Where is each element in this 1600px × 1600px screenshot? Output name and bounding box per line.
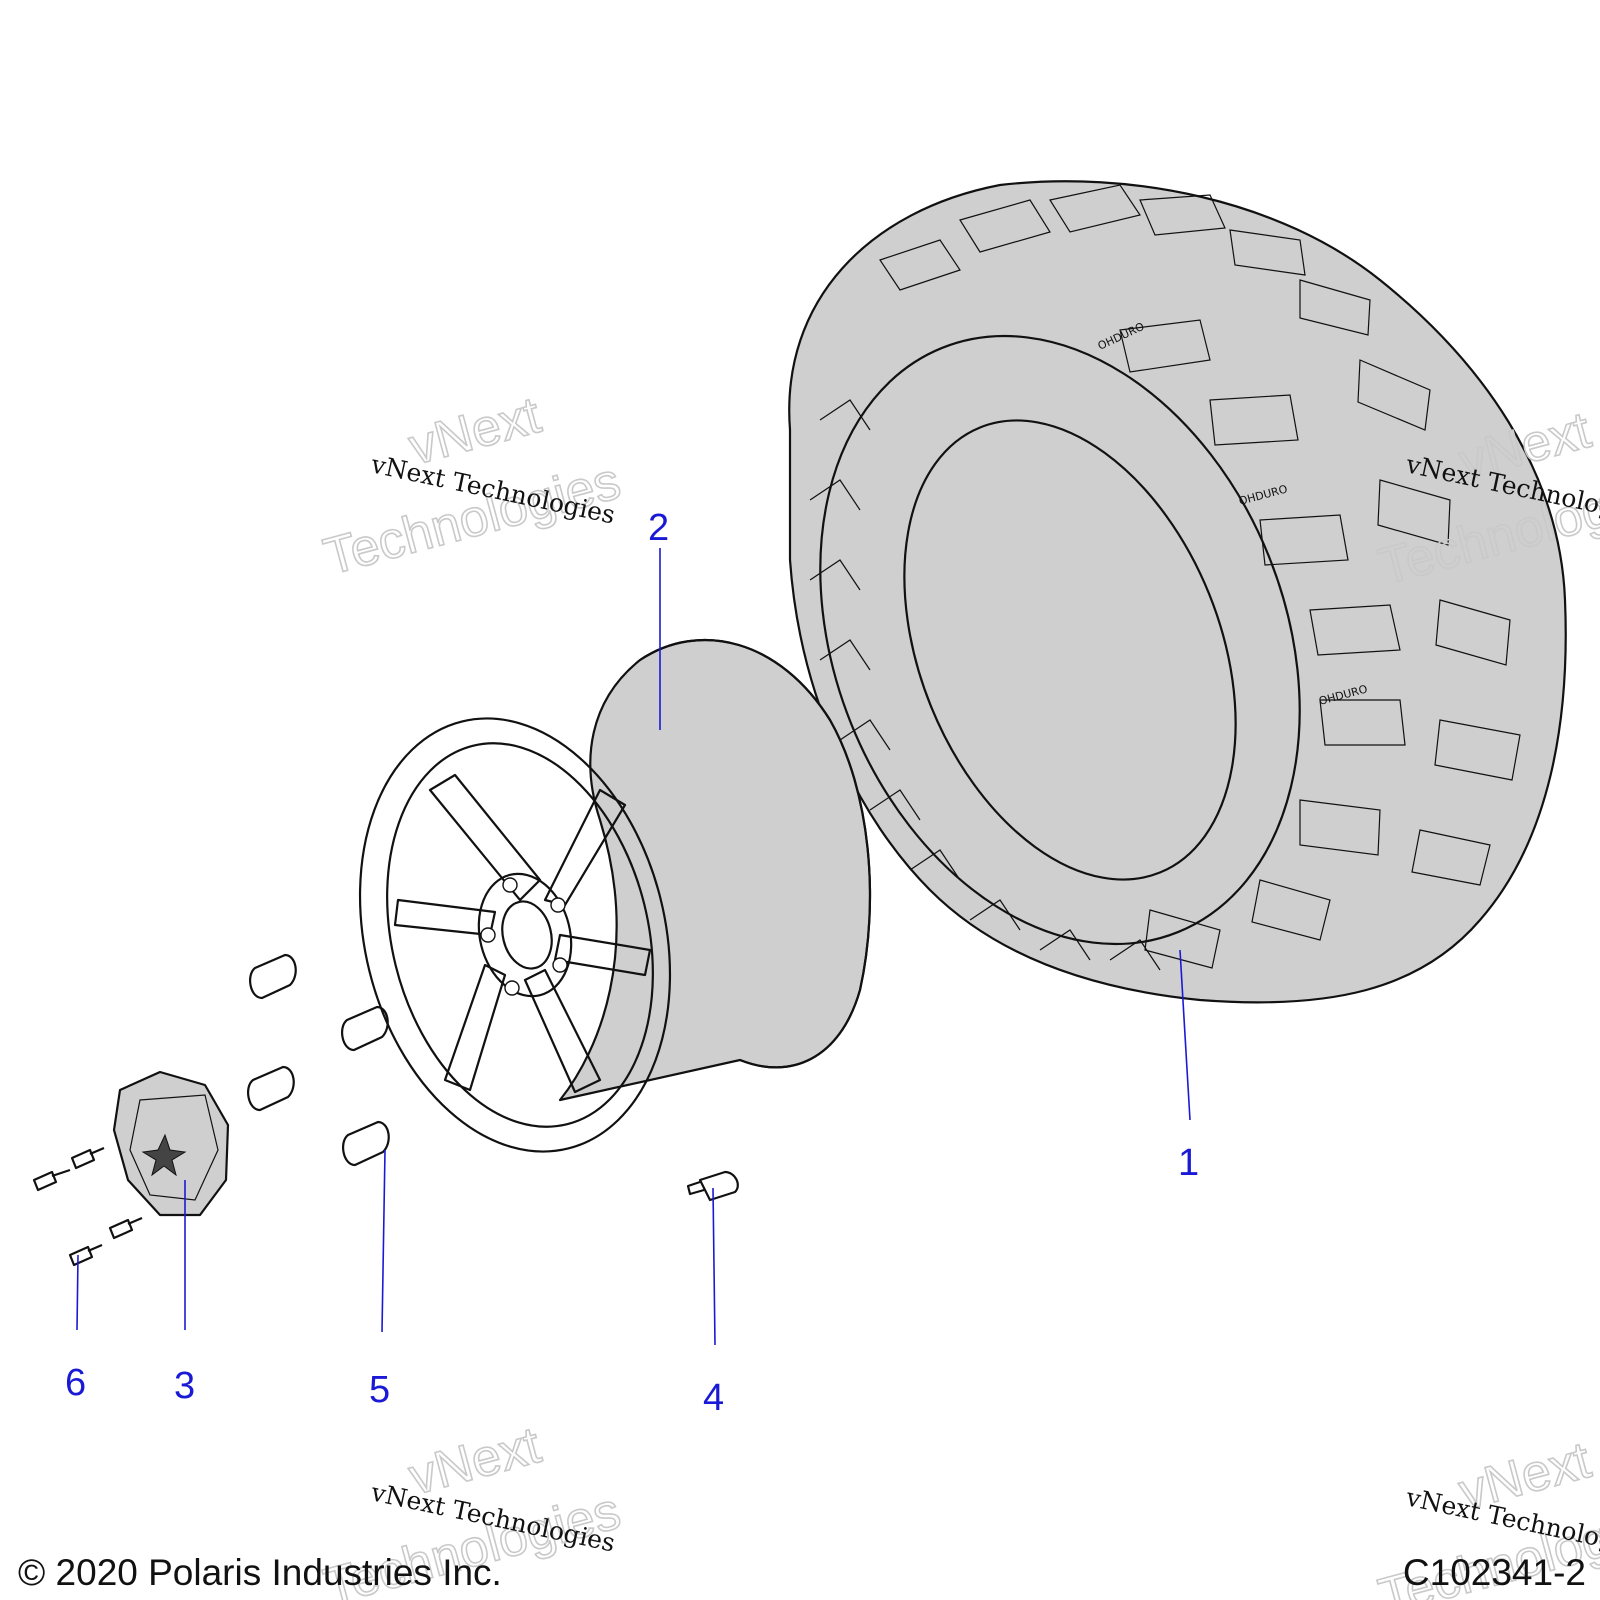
callout-valve-stem: 4 — [703, 1377, 724, 1419]
copyright-notice: © 2020 Polaris Industries Inc. — [18, 1552, 502, 1593]
callout-hub-cap: 3 — [174, 1365, 195, 1407]
leader-lines — [76, 548, 1191, 1346]
tire-illustration: OHDURO OHDURO OHDURO — [788, 180, 1567, 1004]
callout-lug-nut: 5 — [369, 1369, 390, 1411]
callout-screw: 6 — [65, 1362, 86, 1404]
watermark-top-center: vNext Technologies vNext Technologies — [317, 385, 627, 587]
wheel-illustration — [358, 638, 872, 1153]
figure-id: C102341-2 — [1402, 1552, 1586, 1593]
hub-cap-illustration — [112, 1070, 230, 1217]
callout-tire: 1 — [1178, 1142, 1199, 1184]
valve-stem-illustration — [686, 1170, 739, 1202]
lug-nuts-illustration — [247, 953, 390, 1167]
screws-illustration — [32, 1146, 143, 1267]
callout-wheel: 2 — [648, 507, 669, 549]
